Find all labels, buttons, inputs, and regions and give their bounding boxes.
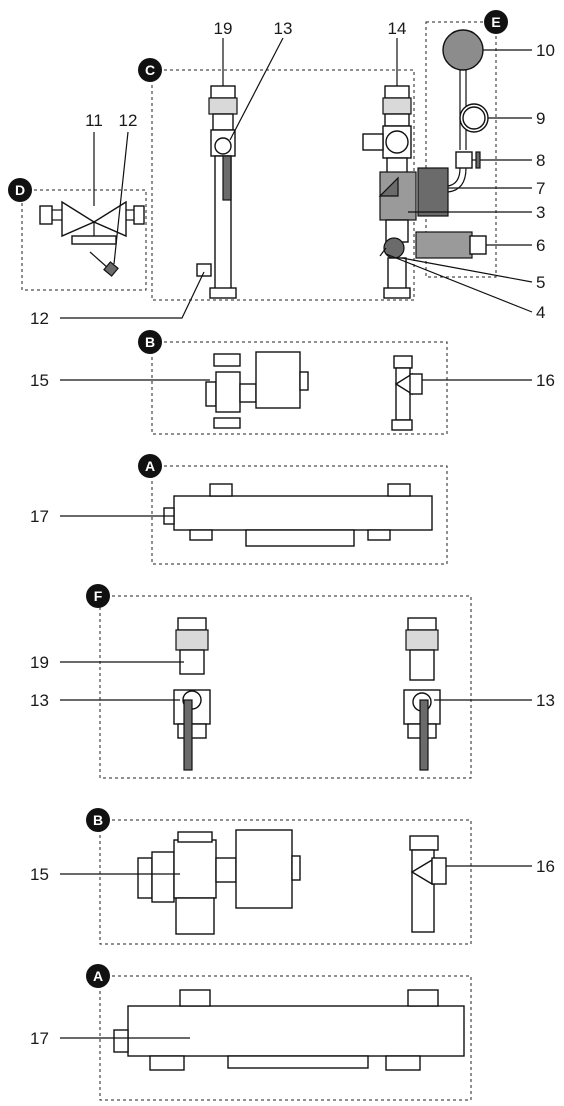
- svg-text:A: A: [145, 458, 155, 474]
- group-frame-c: [151, 69, 415, 301]
- group-frame-a2: [99, 975, 472, 1101]
- callout-16-b2: 16: [536, 857, 555, 876]
- callout-19-f: 19: [30, 653, 49, 672]
- group-frame-f: [99, 595, 472, 779]
- svg-text:D: D: [15, 182, 25, 198]
- svg-text:B: B: [93, 812, 103, 828]
- callout-16-b1: 16: [536, 371, 555, 390]
- svg-text:B: B: [145, 334, 155, 350]
- group-frame-b2: [99, 819, 472, 945]
- svg-text:E: E: [491, 14, 500, 30]
- callout-6: 6: [536, 236, 545, 255]
- group-frame-d: [21, 189, 147, 291]
- callout-17-a2: 17: [30, 1029, 49, 1048]
- group-badge-e: E: [484, 10, 508, 34]
- group-badge-b2: B: [86, 808, 110, 832]
- callout-12-left: 12: [30, 309, 49, 328]
- callout-8: 8: [536, 151, 545, 170]
- svg-text:C: C: [145, 62, 155, 78]
- group-badge-c: C: [138, 58, 162, 82]
- callout-3: 3: [536, 203, 545, 222]
- group-frame-e: [425, 21, 497, 278]
- callout-14: 14: [388, 19, 407, 38]
- group-a2-parts: [113, 989, 465, 1071]
- expansion-vessel: [442, 29, 489, 193]
- callout-19-top: 19: [214, 19, 233, 38]
- group-b2-parts: [137, 829, 447, 935]
- group-d-valve: [39, 200, 145, 277]
- group-f-left: [173, 617, 211, 771]
- group-a1-parts: [163, 483, 433, 547]
- group-c-left-riser: [196, 85, 238, 299]
- group-b1-parts: [205, 351, 423, 431]
- callout-12-top: 12: [119, 111, 138, 130]
- group-badge-b1: B: [138, 330, 162, 354]
- callout-13-top: 13: [274, 19, 293, 38]
- callout-11: 11: [85, 111, 103, 130]
- callout-9: 9: [536, 109, 545, 128]
- callout-15-b1: 15: [30, 371, 49, 390]
- callout-17-a1: 17: [30, 507, 49, 526]
- callout-13-f-right: 13: [536, 691, 555, 710]
- callout-4: 4: [536, 303, 545, 322]
- group-frame-b1: [151, 341, 448, 435]
- group-badge-d: D: [8, 178, 32, 202]
- callout-5: 5: [536, 273, 545, 292]
- svg-text:F: F: [94, 588, 103, 604]
- callout-15-b2: 15: [30, 865, 49, 884]
- group-f-right: [403, 617, 441, 771]
- group-badge-a2: A: [86, 964, 110, 988]
- callout-7: 7: [536, 179, 545, 198]
- leader-lines: [60, 37, 533, 1039]
- callout-13-f-left: 13: [30, 691, 49, 710]
- svg-text:A: A: [93, 968, 103, 984]
- callout-10: 10: [536, 41, 555, 60]
- group-badge-a1: A: [138, 454, 162, 478]
- group-c-right-riser: [362, 85, 412, 175]
- group-badge-f: F: [86, 584, 110, 608]
- group-frame-a1: [151, 465, 448, 565]
